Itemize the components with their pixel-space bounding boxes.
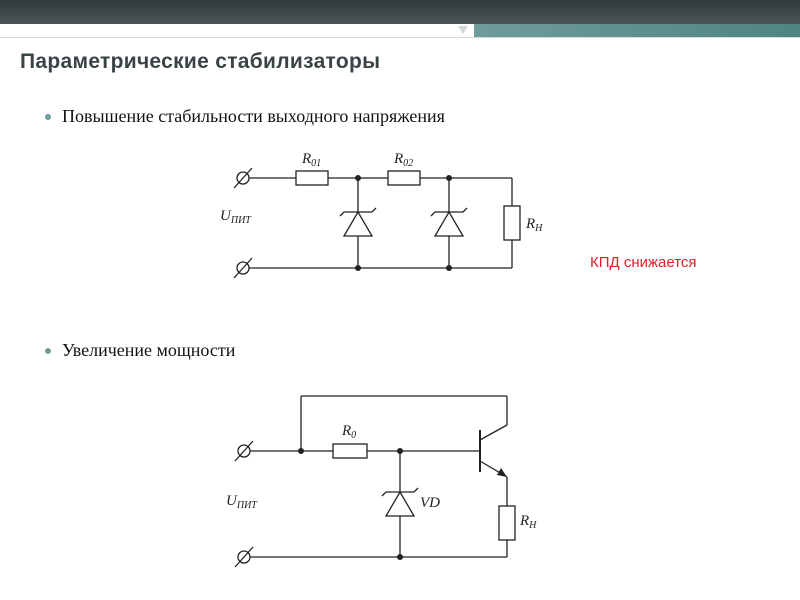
source-voltage-label: UПИТ xyxy=(226,493,258,511)
efficiency-note: КПД снижается xyxy=(590,254,697,271)
zener-diode-vd xyxy=(384,490,416,517)
bullet-dot-icon xyxy=(45,347,51,354)
resistor-r01 xyxy=(295,170,329,186)
load-label: RН xyxy=(519,513,537,531)
terminal-slash xyxy=(234,546,254,568)
slide-marker-icon xyxy=(458,26,468,34)
header-divider xyxy=(0,37,800,38)
resistor-r0 xyxy=(332,443,368,459)
r02-label: R02 xyxy=(393,151,413,169)
header-accent xyxy=(474,24,800,38)
zener-diode-2 xyxy=(433,210,465,237)
zener-cathode xyxy=(430,207,468,217)
r01-label: R01 xyxy=(301,151,321,169)
circuit-2 xyxy=(234,395,516,568)
circuit-1 xyxy=(233,167,521,279)
zener-diode-1 xyxy=(342,210,374,237)
emitter-arrow-icon xyxy=(497,468,507,477)
resistor-r02 xyxy=(387,170,421,186)
bullet-dot-icon xyxy=(45,113,51,120)
source-voltage-label: UПИТ xyxy=(220,208,252,226)
terminal-slash xyxy=(233,257,253,279)
load-resistor xyxy=(503,205,521,241)
load-resistor xyxy=(498,505,516,541)
slide-title: Параметрические стабилизаторы xyxy=(20,50,381,73)
junction-dots xyxy=(298,448,403,560)
bullet-item-power: Увеличение мощности xyxy=(45,340,235,361)
r0-label: R0 xyxy=(341,423,356,441)
transistor-collector xyxy=(479,424,508,441)
zener-cathode xyxy=(339,207,377,217)
bullet-item-stability: Повышение стабильности выходного напряже… xyxy=(45,106,445,127)
terminal-slash xyxy=(234,440,254,462)
terminal-slash xyxy=(233,167,253,189)
junction-dots xyxy=(355,175,452,271)
header-bar xyxy=(0,0,800,24)
zener-cathode xyxy=(381,487,419,497)
vd-label: VD xyxy=(420,495,440,511)
bullet-text: Увеличение мощности xyxy=(62,340,236,360)
bullet-text: Повышение стабильности выходного напряже… xyxy=(62,106,445,126)
load-label: RН xyxy=(525,216,543,234)
